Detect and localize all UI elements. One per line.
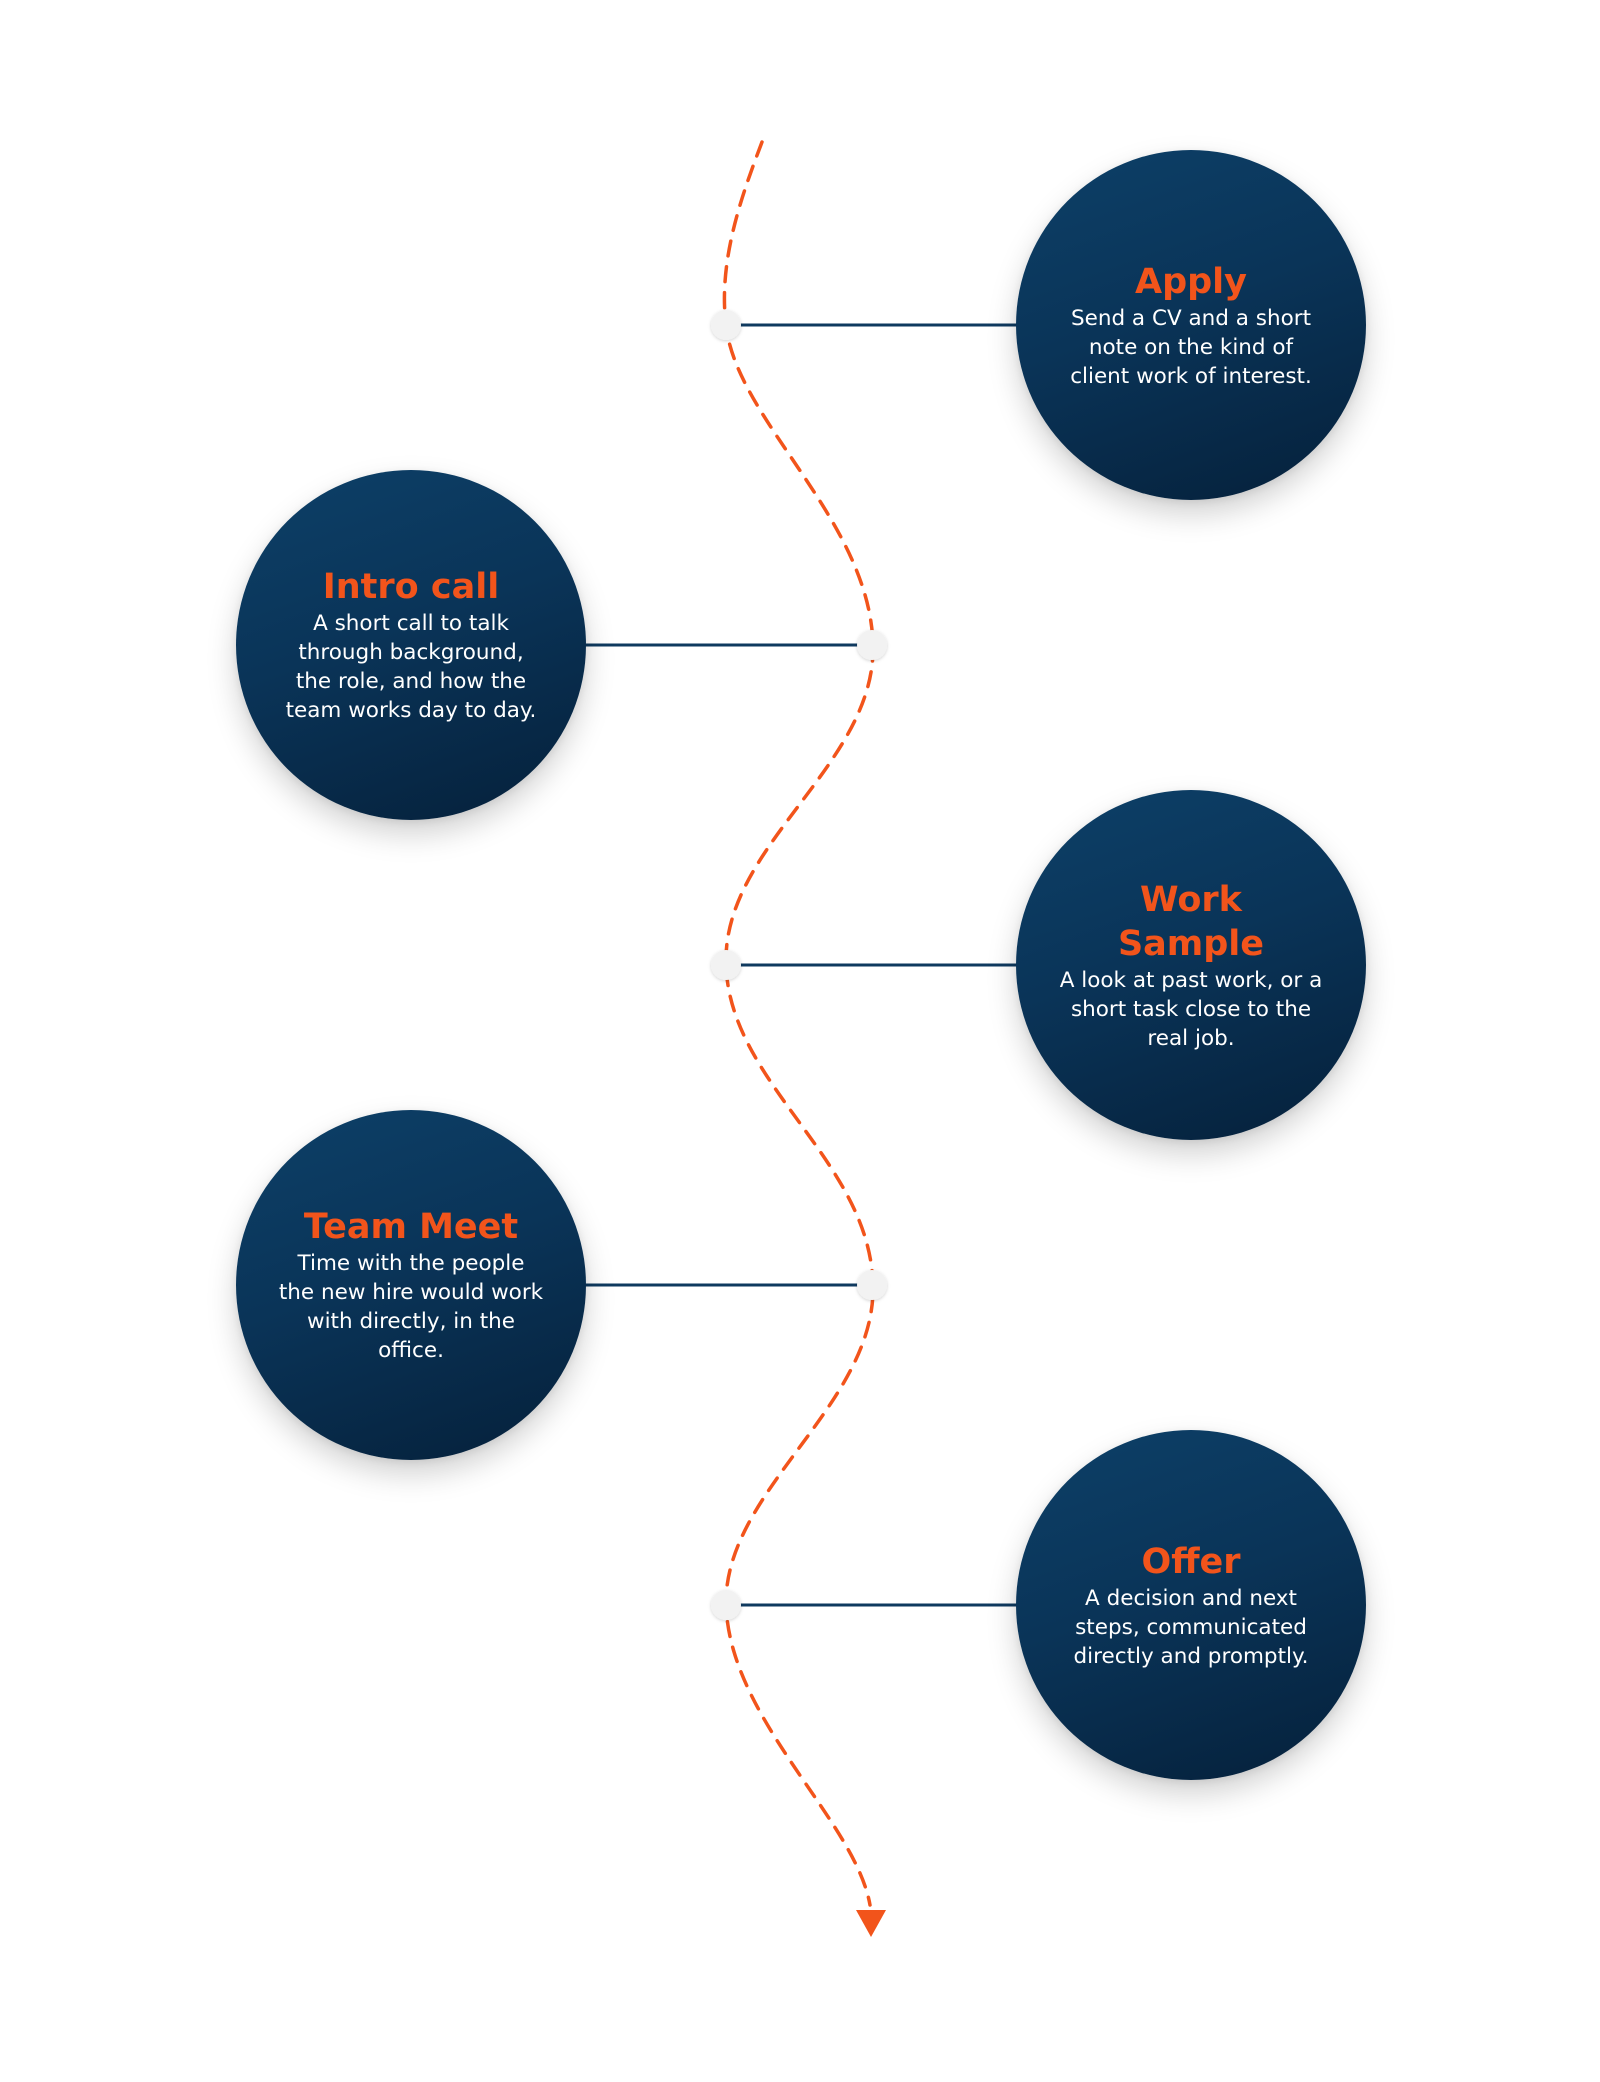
step-title: Work Sample <box>1117 879 1265 964</box>
step-description: Send a CV and a short note on the kind o… <box>1070 305 1312 389</box>
step-description: A look at past work, or a short task clo… <box>1059 967 1323 1051</box>
step-title: Team Meet <box>303 1207 519 1247</box>
step-title: Apply <box>1134 261 1247 302</box>
step-intro-call-circle: Intro call A short call to talk through … <box>236 470 586 820</box>
timeline-node <box>857 1270 887 1300</box>
step-title: Intro call <box>322 567 500 607</box>
step-team-meet-circle: Team Meet Time with the people the new h… <box>236 1110 586 1460</box>
step-description: A decision and next steps, communicated … <box>1073 1585 1309 1669</box>
step-title: Offer <box>1141 1541 1241 1582</box>
dashed-wave-line <box>722 140 875 1907</box>
timeline-node <box>711 1590 741 1620</box>
timeline-node <box>711 950 741 980</box>
arrow-head-icon <box>856 1910 886 1937</box>
step-work-sample-circle: Work Sample A look at past work, or a sh… <box>1016 790 1366 1140</box>
timeline-node <box>857 630 887 660</box>
step-apply-circle: Apply Send a CV and a short note on the … <box>1016 150 1366 500</box>
step-description: A short call to talk through background,… <box>285 611 537 723</box>
step-offer-circle: Offer A decision and next steps, communi… <box>1016 1430 1366 1780</box>
step-description: Time with the people the new hire would … <box>278 1251 544 1363</box>
timeline-node <box>711 310 741 340</box>
